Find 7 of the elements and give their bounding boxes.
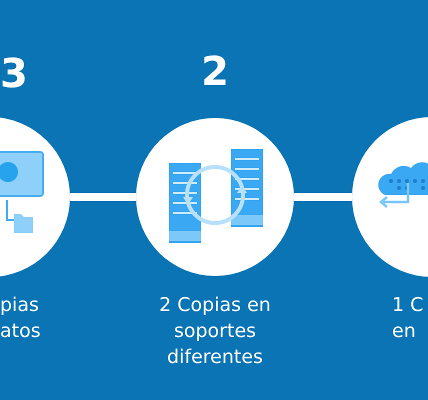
connector-line bbox=[294, 193, 352, 201]
step-number: 2 bbox=[200, 48, 230, 96]
step-caption: 1 C en bbox=[392, 293, 424, 344]
step-caption: pias atos bbox=[0, 293, 42, 344]
step-caption: 2 Copias en soportes diferentes bbox=[158, 293, 272, 370]
step-number: 3 bbox=[0, 50, 29, 98]
connector-line bbox=[70, 193, 136, 201]
